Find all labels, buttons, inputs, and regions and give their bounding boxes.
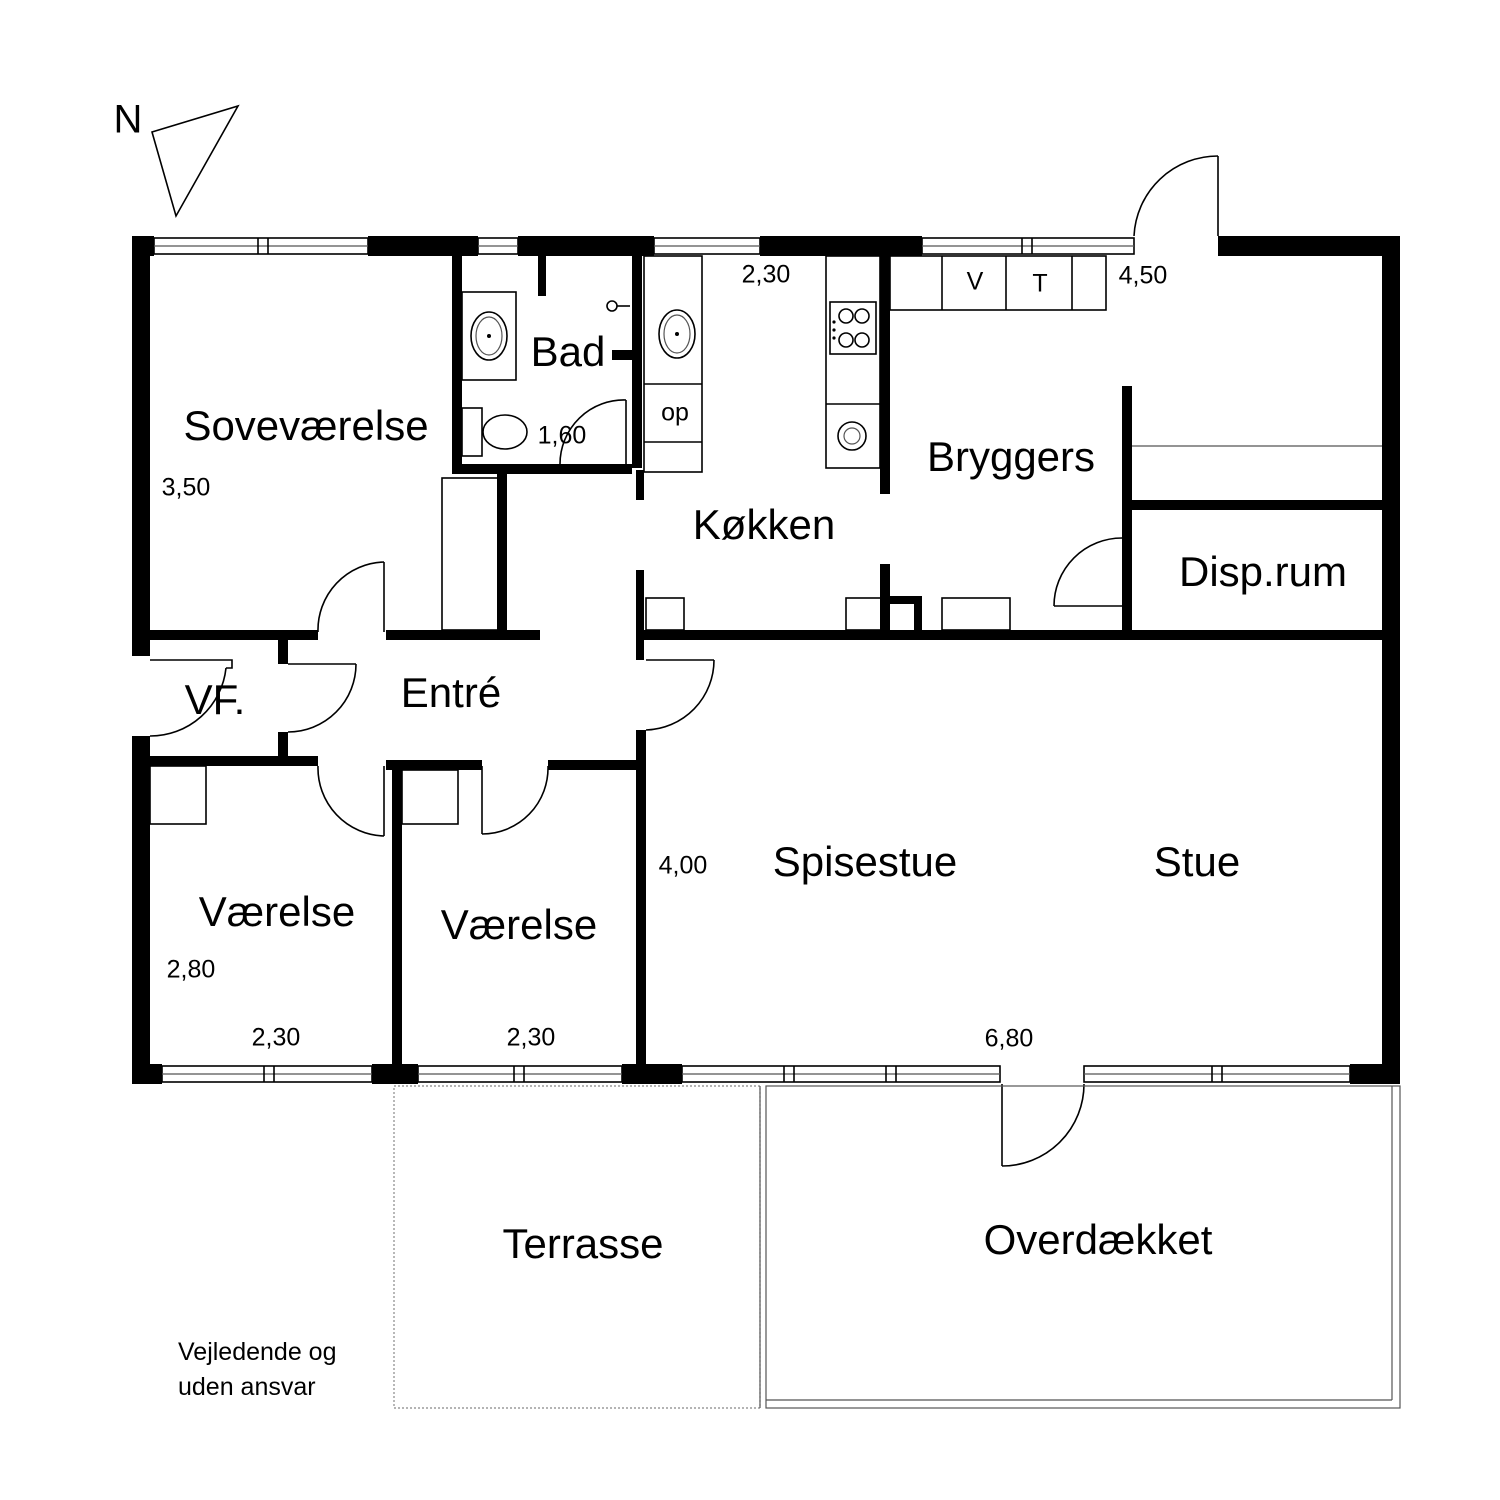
label-op: op [661,399,689,427]
room-labels: Soveværelse Bad Køkken Bryggers Disp.rum… [183,328,1347,1267]
kitchen-sink-icon [658,309,696,359]
dim-vaerelse-1-width: 2,30 [252,1024,301,1052]
door-vf [287,663,357,733]
dimension-labels: 3,50 1,60 2,30 4,50 2,80 2,30 2,30 4,00 … [162,261,1168,1053]
label-disp-rum: Disp.rum [1179,548,1347,595]
label-entre: Entré [401,669,501,716]
kitchen-counter-right [825,255,881,469]
dim-vaerelse-2-width: 2,30 [507,1024,556,1052]
label-stue: Stue [1154,838,1240,885]
dim-stue-depth: 4,00 [659,852,708,880]
label-t: T [1032,270,1047,298]
toilet-icon [482,414,528,450]
dim-koekken: 2,30 [742,261,791,289]
door-bad [559,399,627,465]
door-north [1133,155,1219,237]
toilet-tank [461,407,483,457]
interior-walls [132,236,1400,1070]
kitchen-counter-left [643,255,703,473]
door-vf-inner [149,659,233,737]
dim-vaerelse-1-depth: 2,80 [167,956,216,984]
label-koekken: Køkken [693,501,835,548]
north-arrow-icon [151,104,240,219]
door-sovevaerelse [317,561,385,633]
shower-icon [606,300,618,312]
disclaimer: Vejledende og uden ansvar [178,1338,336,1401]
label-overdaekket: Overdækket [984,1216,1213,1263]
north-label: N [114,98,143,142]
fixtures [149,255,1382,825]
wardrobe [441,477,499,631]
disclaimer-line-2: uden ansvar [178,1373,316,1401]
overdaekket-area [765,1085,1401,1409]
label-vf: VF. [185,676,246,723]
doors [149,155,1219,1167]
label-spisestue: Spisestue [773,838,957,885]
door-stue [645,659,715,731]
dim-bad: 1,60 [538,422,587,450]
dim-stue-width: 6,80 [985,1025,1034,1053]
windows [153,237,1351,1083]
label-vaerelse-2: Værelse [441,901,597,948]
dim-bryggers: 4,50 [1119,262,1168,290]
door-disp-rum [1053,537,1123,607]
label-v: V [967,268,984,296]
label-vaerelse-1: Værelse [199,888,355,935]
label-sovevaerelse: Soveværelse [183,402,428,449]
bad-counter [461,291,517,381]
extractor-fan-icon [837,421,867,451]
bryggers-counter [889,255,1107,311]
dim-sovevaerelse: 3,50 [162,474,211,502]
outdoor [393,1085,1401,1409]
fixture-labels: op V T [661,268,1048,427]
label-bad: Bad [531,328,606,375]
door-terrasse [1001,1083,1085,1167]
disclaimer-line-1: Vejledende og [178,1338,336,1366]
sink-icon [470,311,508,361]
door-vaerelse-2 [481,765,549,835]
outer-walls [132,236,1400,1084]
label-bryggers: Bryggers [927,433,1095,480]
label-terrasse: Terrasse [502,1220,663,1267]
stove-icon [829,301,877,355]
door-vaerelse-1 [317,765,385,837]
north-arrow: N [114,98,240,219]
